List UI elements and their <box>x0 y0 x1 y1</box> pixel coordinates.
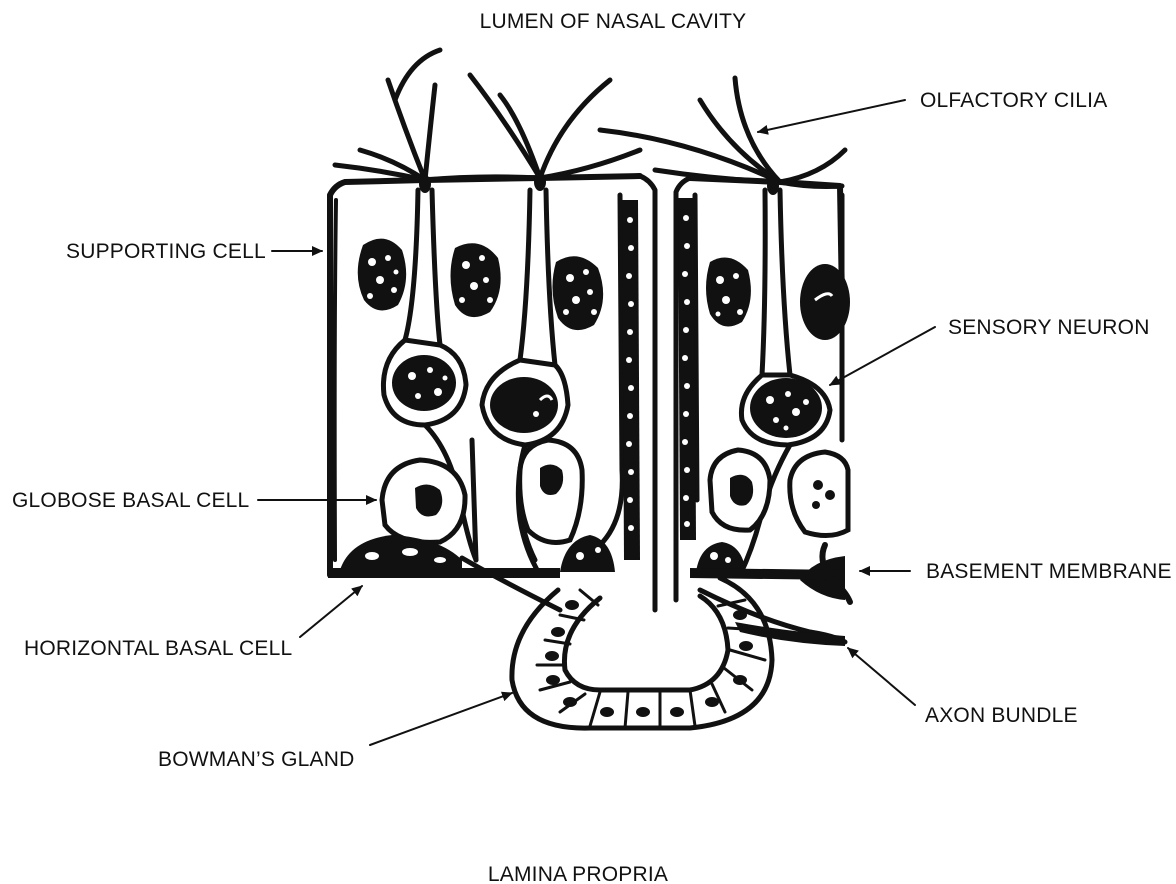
labels: LUMEN OF NASAL CAVITY OLFACTORY CILIA SU… <box>12 10 1172 884</box>
sensory-neuron-arrow <box>830 327 935 385</box>
horizontal-basal-cells <box>340 535 845 600</box>
basement-membrane-label: BASEMENT MEMBRANE <box>926 560 1172 583</box>
olfactory-cilia-arrow <box>758 100 905 132</box>
supporting-cell-nuclei <box>358 239 850 340</box>
olfactory-cilia-label: OLFACTORY CILIA <box>920 89 1107 112</box>
axon-bundle-label: AXON BUNDLE <box>925 704 1078 727</box>
supporting-cell-label: SUPPORTING CELL <box>66 240 266 263</box>
bowmans-gland-label: BOWMAN’S GLAND <box>158 748 355 771</box>
tissue-illustration <box>328 50 850 728</box>
axon-bundle-arrow <box>848 648 915 705</box>
globose-basal-cell-label: GLOBOSE BASAL CELL <box>12 489 249 512</box>
bowmans-gland-acinus <box>512 578 772 728</box>
horizontal-basal-cell-arrow <box>300 586 362 637</box>
leader-arrows <box>258 100 935 745</box>
gland-duct <box>622 176 696 610</box>
horizontal-basal-cell-label: HORIZONTAL BASAL CELL <box>24 637 292 660</box>
bowmans-gland-arrow <box>370 693 512 745</box>
olfactory-cilia <box>335 50 845 187</box>
lamina-propria-label: LAMINA PROPRIA <box>488 863 668 884</box>
lumen-label: LUMEN OF NASAL CAVITY <box>480 10 747 33</box>
sensory-neuron-label: SENSORY NEURON <box>948 316 1150 339</box>
